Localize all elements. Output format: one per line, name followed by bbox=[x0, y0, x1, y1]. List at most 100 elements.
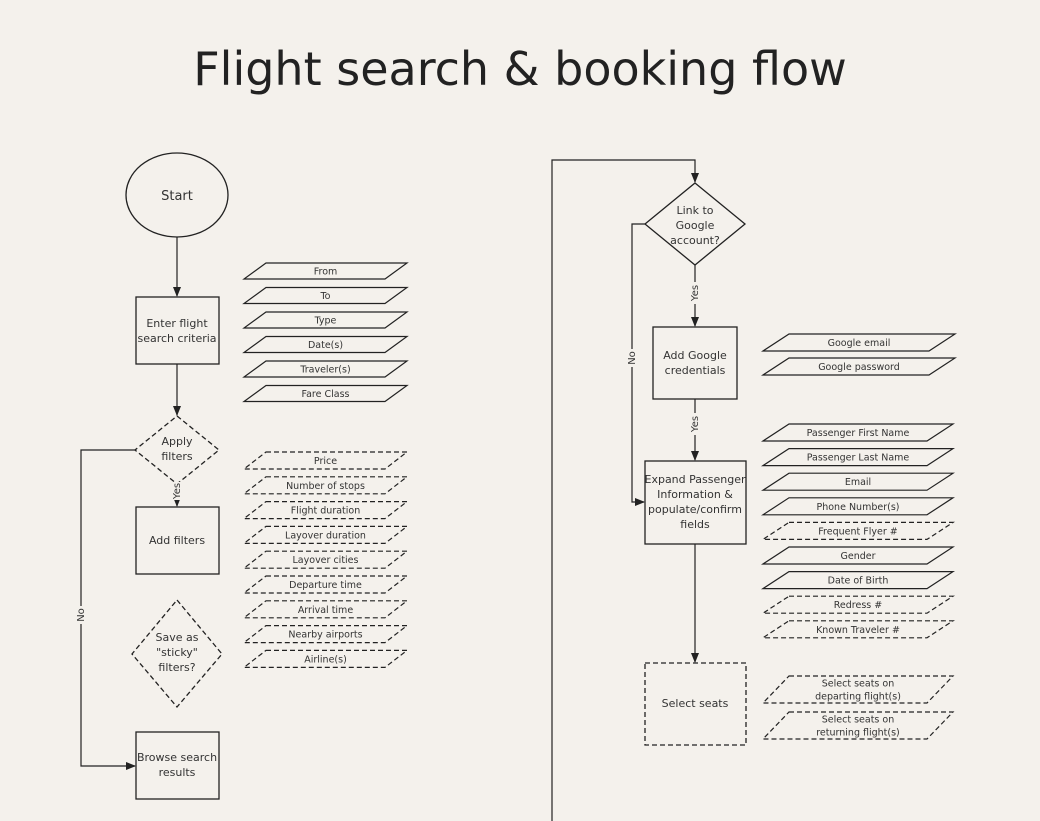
enter-criteria-label-1: Enter flight bbox=[146, 317, 208, 330]
apply-filters-label-1: Apply bbox=[161, 435, 193, 448]
criteria-item-label: To bbox=[319, 291, 330, 302]
expand-passenger-label-1: Expand Passenger bbox=[645, 473, 746, 486]
filter-item-shape bbox=[242, 525, 409, 545]
select-seats-label: Select seats bbox=[662, 697, 729, 710]
edge-apply-browse-no bbox=[80, 449, 136, 770]
add-filters-label: Add filters bbox=[149, 534, 205, 547]
browse-results-node bbox=[135, 731, 220, 800]
edge-label-yes-google: Yes bbox=[690, 285, 701, 302]
expand-passenger-label-2: Information & bbox=[657, 488, 733, 501]
criteria-item-shape bbox=[242, 262, 409, 280]
passenger-field-label: Passenger First Name bbox=[807, 428, 910, 439]
seat-option-label: departing flight(s) bbox=[815, 692, 901, 703]
passenger-field-shape bbox=[760, 497, 956, 516]
passenger-field-shape bbox=[760, 595, 956, 614]
select-seats-node bbox=[644, 662, 747, 746]
seat-options-group: Select seats on departing flight(s) Select… bbox=[761, 675, 955, 740]
filter-item-shape bbox=[242, 501, 409, 520]
filter-item-label: Departure time bbox=[289, 580, 362, 591]
filter-item-shape bbox=[242, 476, 409, 495]
filter-item-label: Layover duration bbox=[285, 530, 366, 541]
enter-criteria-node bbox=[135, 296, 220, 365]
filter-item-label: Arrival time bbox=[298, 605, 354, 616]
filter-item-shape bbox=[242, 649, 409, 669]
add-google-label-1: Add Google bbox=[663, 349, 727, 362]
criteria-item-label: From bbox=[314, 267, 338, 278]
criteria-item-shape bbox=[242, 335, 409, 354]
add-filters-node bbox=[135, 506, 220, 575]
passenger-field-shape bbox=[760, 448, 956, 467]
filter-item-label: Airline(s) bbox=[304, 654, 347, 665]
edge-label-no-filters: No bbox=[76, 608, 87, 622]
save-sticky-label-1: Save as bbox=[156, 631, 199, 644]
enter-criteria-label-2: search criteria bbox=[137, 332, 216, 345]
passenger-field-shape bbox=[760, 472, 956, 491]
google-field-shape bbox=[760, 357, 958, 376]
passenger-field-label: Email bbox=[845, 477, 871, 488]
filter-item-shape bbox=[242, 550, 409, 569]
criteria-item-shape bbox=[242, 384, 409, 403]
criteria-item-shape bbox=[242, 360, 409, 378]
seat-option-shape bbox=[761, 675, 955, 704]
add-google-label-2: credentials bbox=[665, 364, 726, 377]
save-sticky-label-3: filters? bbox=[158, 661, 195, 674]
filter-item-shape bbox=[242, 600, 409, 619]
link-google-label-3: account? bbox=[670, 234, 720, 247]
filter-item-label: Nearby airports bbox=[288, 630, 362, 641]
seat-option-label: Select seats on bbox=[822, 679, 894, 690]
criteria-item-label: Type bbox=[314, 316, 337, 327]
filter-item-label: Price bbox=[314, 456, 337, 467]
edge-label-no-google: No bbox=[627, 351, 638, 365]
criteria-item-shape bbox=[242, 286, 409, 305]
filter-item-label: Number of stops bbox=[286, 481, 365, 492]
passenger-field-label: Known Traveler # bbox=[816, 625, 900, 636]
passenger-field-label: Passenger Last Name bbox=[807, 453, 910, 464]
link-google-label-2: Google bbox=[676, 219, 715, 232]
passenger-field-shape bbox=[760, 546, 956, 565]
seat-option-label: Select seats on bbox=[822, 715, 894, 726]
passenger-field-label: Redress # bbox=[834, 600, 883, 611]
link-google-label-1: Link to bbox=[676, 204, 713, 217]
save-sticky-node bbox=[131, 598, 223, 709]
edge-label-yes-filters: Yes bbox=[172, 483, 183, 500]
filter-item-label: Flight duration bbox=[291, 506, 361, 517]
edge-entry-link bbox=[551, 159, 699, 821]
google-field-shape bbox=[760, 333, 958, 352]
filter-item-shape bbox=[242, 451, 409, 470]
criteria-item-label: Fare Class bbox=[302, 389, 350, 400]
save-sticky-label-2: "sticky" bbox=[156, 646, 198, 659]
passenger-field-label: Date of Birth bbox=[828, 576, 889, 587]
seat-option-shape bbox=[761, 711, 955, 740]
filter-item-shape bbox=[242, 575, 409, 594]
passenger-field-shape bbox=[760, 521, 956, 541]
start-label: Start bbox=[161, 189, 193, 204]
passenger-field-shape bbox=[760, 620, 956, 639]
passenger-field-label: Phone Number(s) bbox=[817, 502, 900, 513]
criteria-item-label: Date(s) bbox=[308, 340, 343, 351]
filter-item-label: Layover cities bbox=[293, 555, 359, 566]
browse-results-label-1: Browse search bbox=[137, 751, 217, 764]
google-field-label: Google password bbox=[818, 362, 900, 373]
passenger-field-shape bbox=[760, 570, 956, 590]
expand-passenger-label-3: populate/confirm bbox=[648, 503, 742, 516]
browse-results-label-2: results bbox=[159, 766, 196, 779]
passenger-field-shape bbox=[760, 423, 956, 442]
edge-label-yes-credentials: Yes bbox=[690, 416, 701, 433]
passenger-field-label: Frequent Flyer # bbox=[818, 526, 897, 537]
passenger-field-label: Gender bbox=[840, 551, 875, 562]
filter-item-shape bbox=[242, 624, 409, 644]
page-title: Flight search & booking flow bbox=[193, 42, 847, 96]
seat-option-label: returning flight(s) bbox=[816, 728, 900, 739]
criteria-item-label: Traveler(s) bbox=[299, 365, 350, 376]
apply-filters-label-2: filters bbox=[161, 450, 193, 463]
expand-passenger-label-4: fields bbox=[680, 518, 710, 531]
add-google-node bbox=[652, 326, 738, 400]
criteria-item-shape bbox=[242, 311, 409, 329]
google-field-label: Google email bbox=[828, 338, 891, 349]
